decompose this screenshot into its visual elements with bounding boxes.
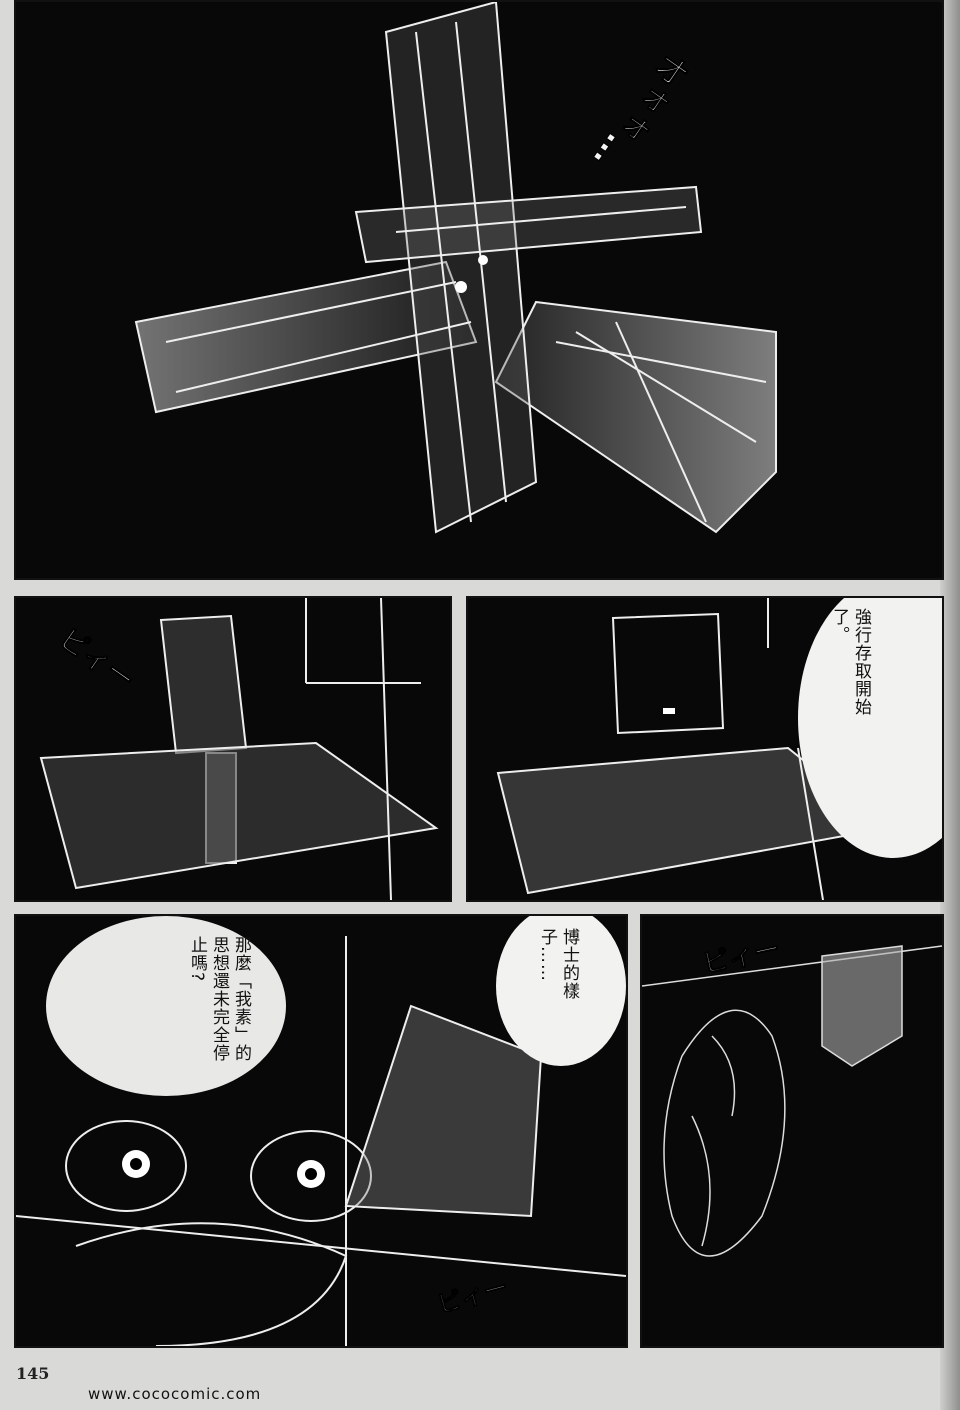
speech-balloon: [496, 916, 626, 1066]
panel-1-wireframe-cross: オォォ…: [14, 0, 944, 580]
panel-4-creature: 那麼「我素」的思想還未完全停止嗎? 博士的樣子…… ピィー: [14, 914, 628, 1348]
watermark-url: www.cococomic.com: [88, 1385, 262, 1403]
dialogue-access-started: 強行存取開始了。: [829, 608, 871, 716]
page-number: 145: [16, 1364, 50, 1383]
page-edge: [940, 0, 960, 1410]
wireframe-cross-drawing: [134, 2, 777, 534]
dialogue-question: 那麼「我素」的思想還未完全停止嗎?: [187, 936, 251, 1062]
panel-2-cube-beam: ピィー: [14, 596, 452, 902]
doctor-drawing: [642, 945, 942, 1257]
panel-3-access: 強行存取開始了。: [466, 596, 944, 902]
creature-drawing: [16, 916, 626, 1346]
dialogue-doctor-state: 博士的樣子……: [537, 928, 579, 1000]
panel-5-doctor: ピィー: [640, 914, 944, 1348]
cube-drawing: [39, 598, 439, 900]
cube-drawing: [496, 598, 891, 900]
